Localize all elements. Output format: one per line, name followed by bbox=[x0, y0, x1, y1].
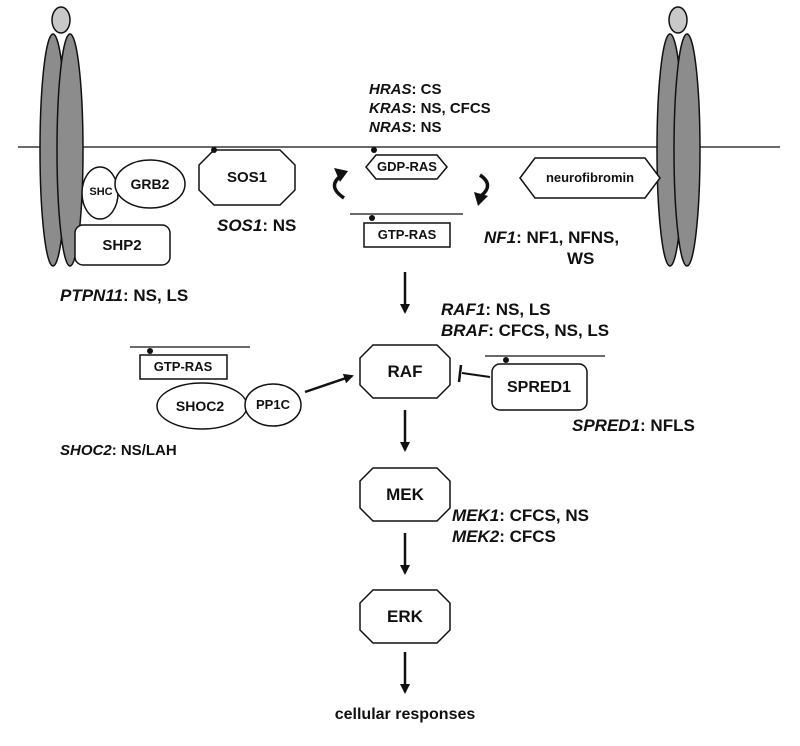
erk-label: ERK bbox=[387, 607, 423, 626]
receptor-left bbox=[39, 6, 84, 267]
spred1-gene-annotation: SPRED1: NFLS bbox=[572, 416, 695, 435]
pp1c-shape bbox=[244, 383, 302, 427]
shc-label: SHC bbox=[89, 186, 113, 198]
mek-shape bbox=[359, 467, 451, 522]
gtp-ras-shoc2-shape bbox=[139, 354, 228, 380]
neurofibromin-label: neurofibromin bbox=[545, 170, 635, 185]
inhibition-spred1-raf bbox=[461, 372, 491, 378]
raf-label: RAF bbox=[387, 362, 423, 381]
ras-inactivation-curved-arrowhead bbox=[474, 192, 488, 206]
neurofibromin-shape bbox=[519, 157, 661, 199]
grb2-label: GRB2 bbox=[130, 176, 170, 192]
grb2-shape bbox=[114, 159, 186, 209]
kras-annotation: KRAS: NS, CFCS bbox=[369, 100, 491, 117]
gdp-ras-shape bbox=[365, 154, 448, 180]
sos1-shape bbox=[198, 149, 296, 206]
braf-annotation: BRAF: CFCS, NS, LS bbox=[441, 321, 610, 340]
spred1-shape bbox=[491, 363, 588, 411]
gtp-ras-membrane-shape bbox=[363, 222, 451, 248]
nf1-annotation-line2: WS bbox=[567, 249, 595, 268]
gdp-ras-anchor bbox=[371, 147, 377, 153]
nf1-annotation: NF1: NF1, NFNS, bbox=[484, 228, 620, 247]
shoc2-label: SHOC2 bbox=[175, 398, 225, 414]
spred1-label: SPRED1 bbox=[506, 379, 572, 396]
mek1-annotation: MEK1: CFCS, NS bbox=[452, 506, 589, 525]
shp2-label: SHP2 bbox=[102, 237, 142, 254]
shp2-shape bbox=[74, 224, 171, 266]
arrow-shoc2-to-raf bbox=[304, 373, 354, 394]
gtp-ras-membrane-label: GTP-RAS bbox=[377, 227, 437, 242]
gdp-ras-label: GDP-RAS bbox=[377, 159, 437, 174]
raf-shape bbox=[359, 344, 451, 399]
raf1-annotation: RAF1: NS, LS bbox=[441, 300, 551, 319]
erk-shape bbox=[359, 589, 451, 644]
nras-annotation: NRAS: NS bbox=[369, 119, 442, 136]
ras-activation-curved-arrowhead bbox=[334, 168, 348, 182]
sos1-gene-annotation: SOS1: NS bbox=[217, 216, 297, 235]
gtp-ras-membrane-anchor bbox=[369, 215, 375, 221]
mek2-annotation: MEK2: CFCS bbox=[452, 527, 556, 546]
mek-label: MEK bbox=[386, 485, 424, 504]
receptor-right bbox=[656, 6, 701, 267]
inhibition-bar bbox=[457, 364, 463, 383]
spred1-anchor bbox=[503, 357, 509, 363]
sos1-anchor bbox=[211, 147, 217, 153]
gtp-ras-shoc2-label: GTP-RAS bbox=[153, 359, 213, 374]
hras-annotation: HRAS: CS bbox=[369, 81, 442, 98]
ptpn11-annotation: PTPN11: NS, LS bbox=[60, 286, 189, 305]
shoc2-gene-annotation: SHOC2: NS/LAH bbox=[60, 442, 177, 459]
pp1c-label: PP1C bbox=[256, 397, 290, 412]
cellular-responses-label: cellular responses bbox=[334, 706, 476, 723]
sos1-label: SOS1 bbox=[226, 169, 268, 186]
gtp-ras-shoc2-anchor bbox=[147, 348, 153, 354]
